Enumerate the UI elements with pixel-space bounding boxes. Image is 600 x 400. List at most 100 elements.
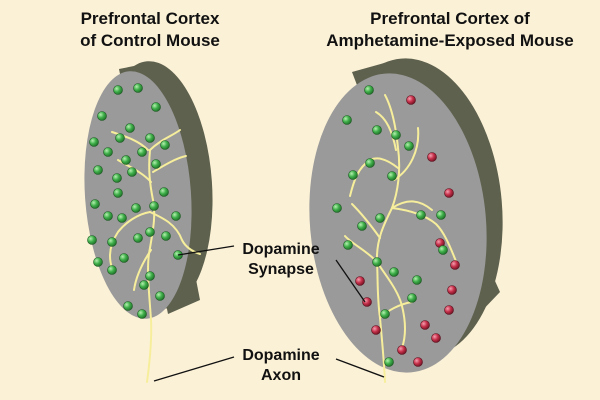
control-synapse: [149, 201, 159, 211]
control-axon-branch: [152, 155, 187, 173]
control-synapse: [160, 140, 170, 150]
amphetamine-altered-synapse: [413, 357, 423, 367]
amphetamine-axon-branch: [376, 261, 406, 349]
control-synapse: [103, 147, 113, 157]
control-synapse: [90, 199, 100, 209]
title-amphetamine-line-1: Prefrontal Cortex of: [370, 9, 530, 28]
amphetamine-synapse: [389, 267, 399, 277]
axon-pointer-right: [335, 358, 385, 378]
title-amphetamine-line-2: Amphetamine-Exposed Mouse: [326, 31, 574, 50]
control-synapse: [145, 271, 155, 281]
control-synapse: [151, 159, 161, 169]
title-control-mouse: Prefrontal Cortex of Control Mouse: [0, 8, 300, 52]
control-axon-branch: [149, 211, 201, 255]
amphetamine-synapse: [391, 130, 401, 140]
control-synapse: [97, 111, 107, 121]
title-control-line-1: Prefrontal Cortex: [80, 9, 220, 28]
amphetamine-synapse: [380, 309, 390, 319]
title-amphetamine-mouse: Prefrontal Cortex of Amphetamine-Exposed…: [300, 8, 600, 52]
control-synapse: [107, 237, 117, 247]
control-synapse: [113, 188, 123, 198]
axon-pointer-left: [153, 356, 235, 382]
control-axon-branch: [109, 211, 151, 269]
control-synapse: [137, 309, 147, 319]
amphetamine-altered-synapse: [362, 297, 372, 307]
control-axon-branch: [133, 249, 152, 291]
amphetamine-altered-synapse: [447, 285, 457, 295]
control-synapse: [93, 165, 103, 175]
amphetamine-synapse: [375, 213, 385, 223]
amphetamine-synapse-group: [332, 85, 460, 367]
amphetamine-altered-synapse: [427, 152, 437, 162]
control-synapse: [113, 85, 123, 95]
amphetamine-altered-synapse: [406, 95, 416, 105]
amphetamine-axon-branch: [391, 207, 459, 267]
control-synapse: [145, 227, 155, 237]
amphetamine-axon-branch: [375, 111, 397, 151]
control-synapse: [125, 123, 135, 133]
amphetamine-synapse: [407, 293, 417, 303]
amphetamine-altered-synapse: [397, 345, 407, 355]
label-dopamine-axon: Dopamine Axon: [226, 346, 336, 386]
control-synapse: [137, 147, 147, 157]
amphetamine-axon-main: [375, 94, 401, 383]
label-axon-line-1: Dopamine: [242, 347, 320, 364]
control-synapse: [93, 257, 103, 267]
control-synapse: [123, 301, 133, 311]
amphetamine-altered-synapse: [431, 333, 441, 343]
amphetamine-axon-branch: [393, 127, 420, 181]
label-axon-line-2: Axon: [261, 367, 301, 384]
control-synapse: [87, 235, 97, 245]
control-synapse: [159, 187, 169, 197]
amphetamine-altered-synapse: [450, 260, 460, 270]
amphetamine-synapse: [357, 221, 367, 231]
title-control-line-2: of Control Mouse: [80, 31, 220, 50]
amphetamine-synapse: [364, 85, 374, 95]
amphetamine-synapse: [412, 275, 422, 285]
amphetamine-axon-branches: [344, 94, 459, 383]
amphetamine-synapse: [384, 357, 394, 367]
control-synapse: [121, 155, 131, 165]
amphetamine-altered-synapse: [444, 305, 454, 315]
amphetamine-synapse: [343, 240, 353, 250]
control-synapse: [112, 173, 122, 183]
control-synapse: [127, 167, 137, 177]
synapse-pointer-right: [335, 259, 366, 303]
control-axon-main: [146, 149, 156, 383]
control-synapse: [119, 253, 129, 263]
control-synapse: [89, 137, 99, 147]
control-synapse: [161, 231, 171, 241]
control-synapse: [145, 133, 155, 143]
amphetamine-synapse: [416, 210, 426, 220]
synapse-pointer-left: [177, 245, 235, 256]
amphetamine-slab-face: [309, 73, 487, 373]
amphetamine-axon-branch: [391, 200, 433, 211]
amphetamine-axon-branch: [351, 203, 381, 239]
amphetamine-synapse: [404, 141, 414, 151]
label-synapse-line-2: Synapse: [248, 261, 314, 278]
label-synapse-line-1: Dopamine: [242, 241, 320, 258]
control-axon-branch: [111, 131, 149, 151]
control-synapse: [155, 291, 165, 301]
amphetamine-synapse: [348, 170, 358, 180]
pointer-lines: [153, 245, 385, 382]
control-slab-face: [84, 71, 192, 319]
control-cortex-slab: [84, 61, 213, 383]
amphetamine-synapse: [372, 125, 382, 135]
amphetamine-altered-synapse: [420, 320, 430, 330]
label-dopamine-synapse: Dopamine Synapse: [226, 240, 336, 280]
control-synapse-group: [87, 83, 183, 319]
control-axon-branches: [109, 129, 201, 383]
control-synapse: [131, 203, 141, 213]
control-synapse: [115, 133, 125, 143]
amphetamine-synapse: [438, 245, 448, 255]
control-synapse: [103, 211, 113, 221]
amphetamine-synapse: [365, 158, 375, 168]
control-synapse: [117, 213, 127, 223]
amphetamine-altered-synapse: [371, 325, 381, 335]
control-synapse: [171, 211, 181, 221]
amphetamine-synapse: [342, 115, 352, 125]
control-synapse: [133, 83, 143, 93]
